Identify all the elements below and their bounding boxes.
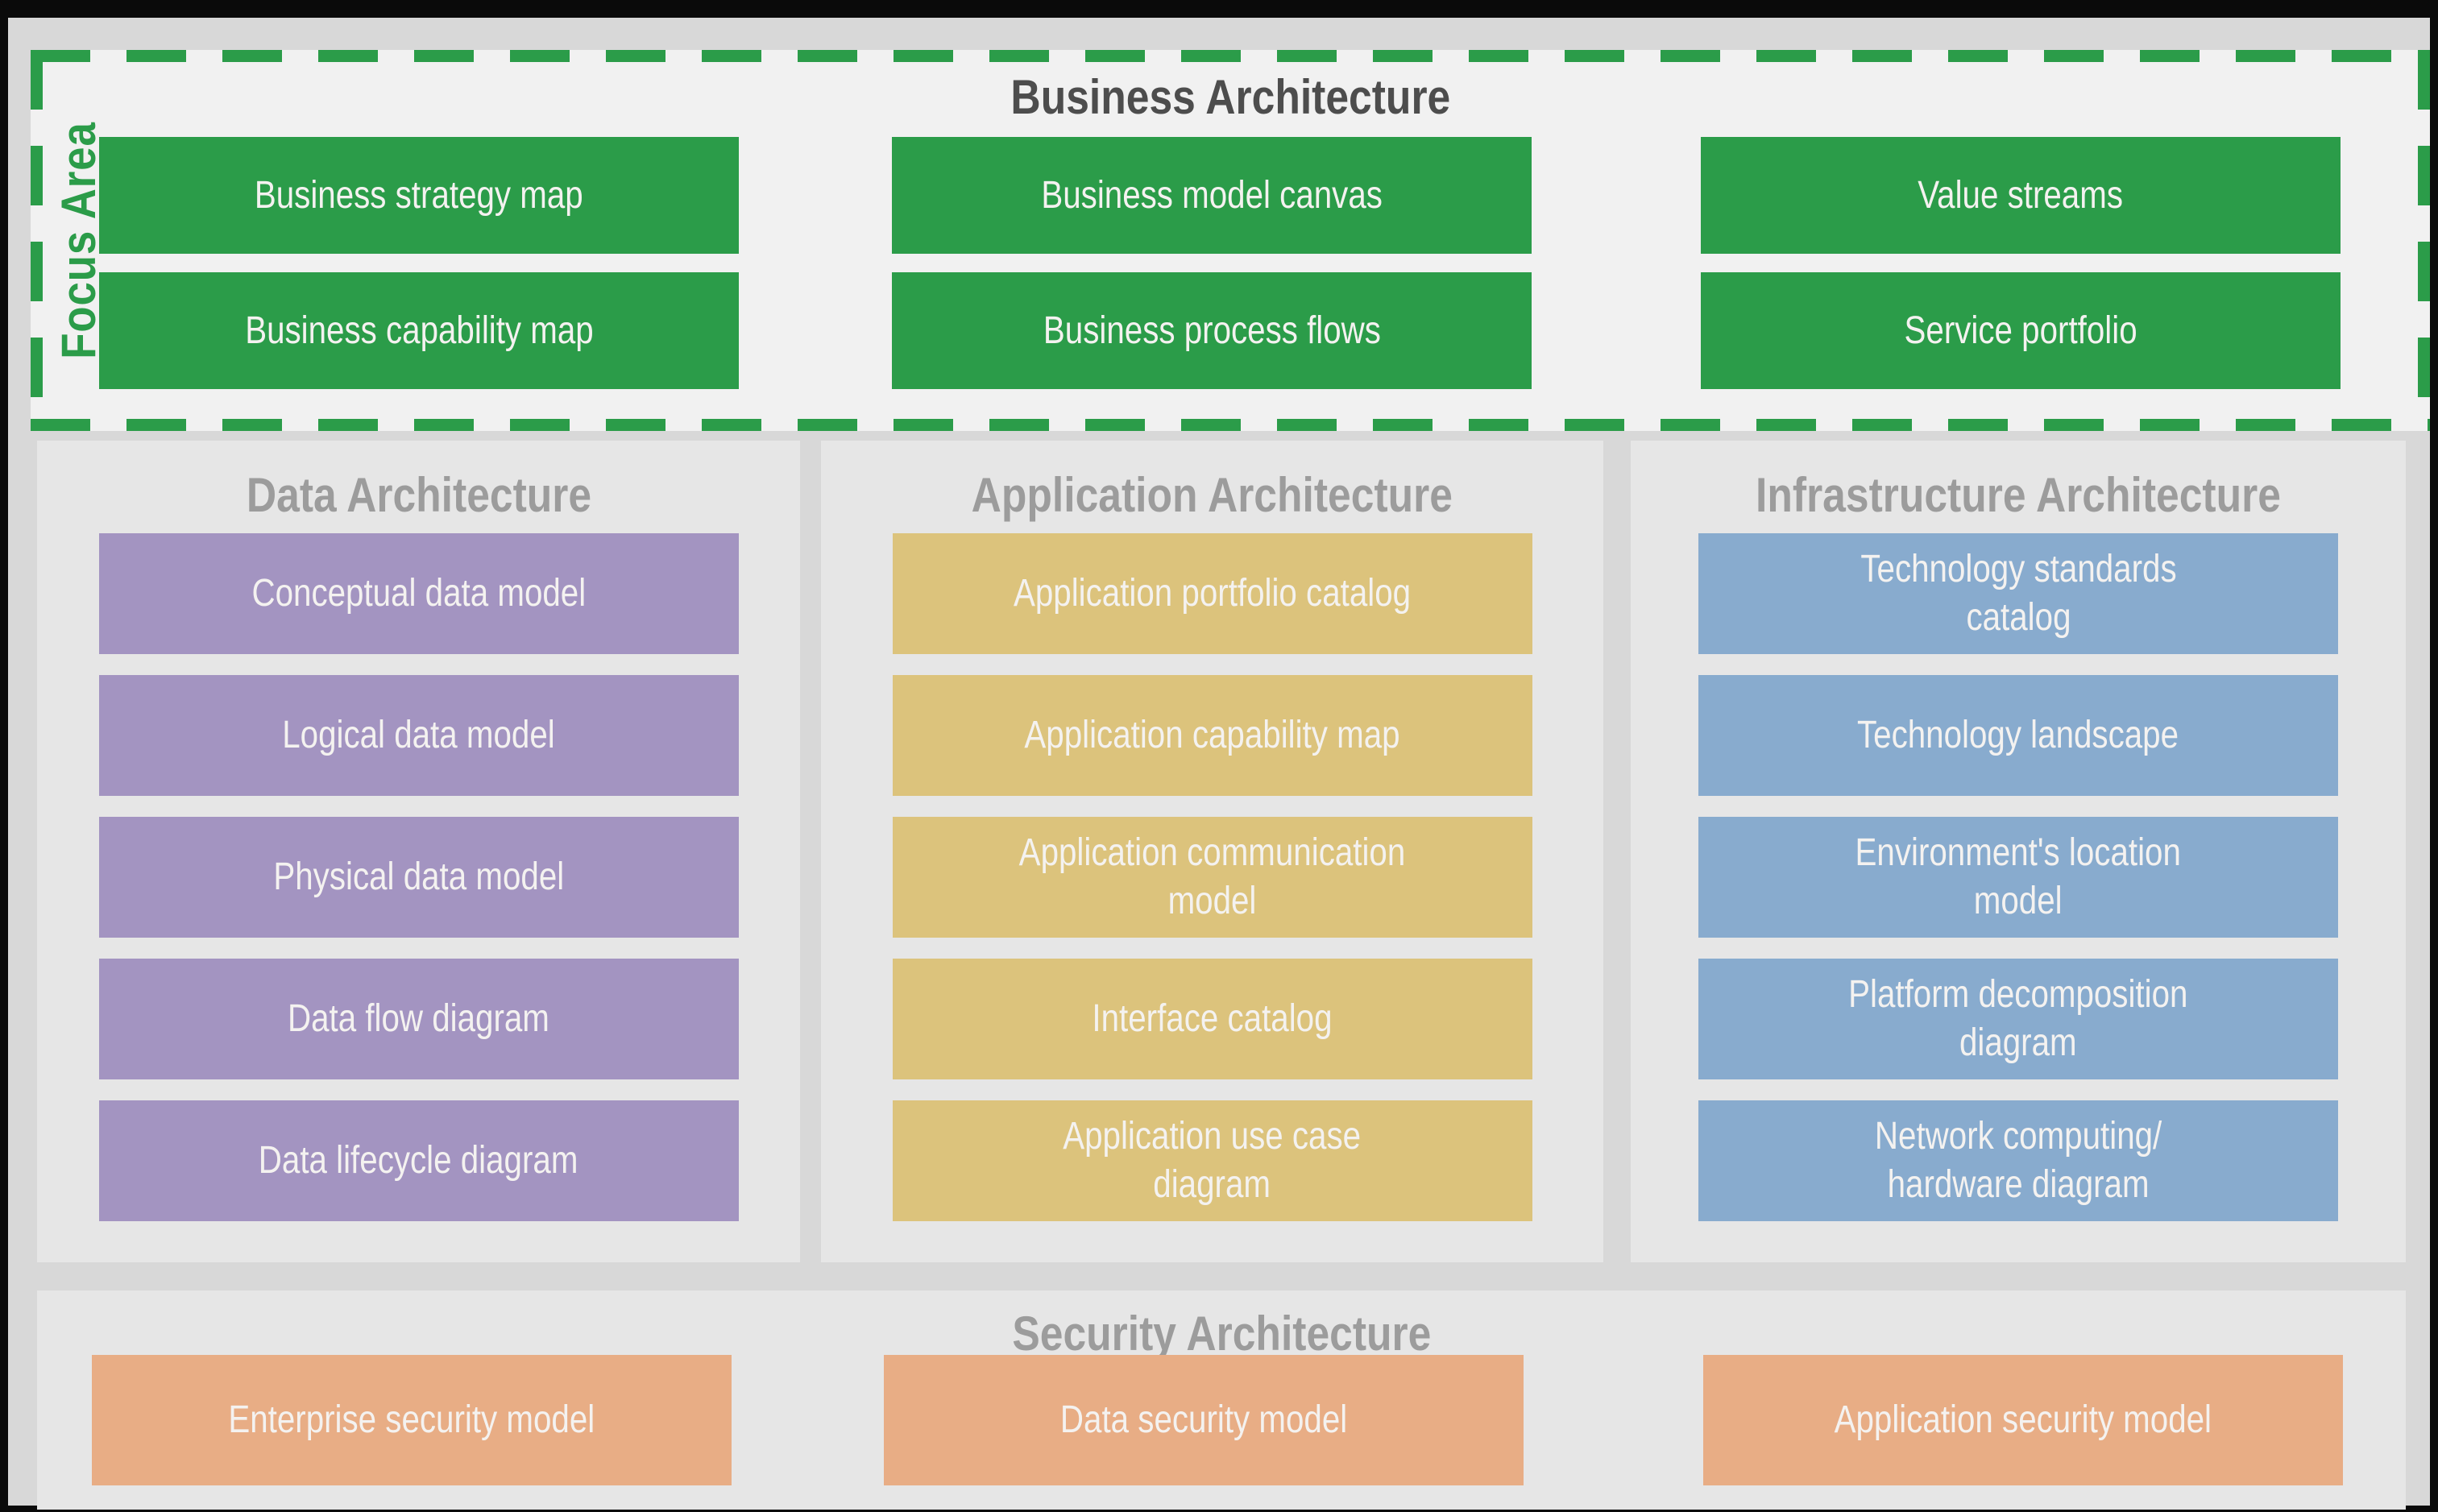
box-business-strategy-map: Business strategy map bbox=[99, 137, 739, 254]
application-architecture-panel: Application Architecture Application por… bbox=[821, 441, 1603, 1262]
box-business-model-canvas: Business model canvas bbox=[892, 137, 1532, 254]
box-technology-landscape: Technology landscape bbox=[1698, 675, 2338, 796]
box-data-security-model: Data security model bbox=[884, 1355, 1524, 1485]
box-business-capability-map: Business capability map bbox=[99, 272, 739, 389]
box-interface-catalog: Interface catalog bbox=[892, 959, 1532, 1079]
focus-dashed-border-top bbox=[31, 50, 2430, 62]
box-environments-location-model: Environment's location model bbox=[1698, 817, 2338, 938]
business-architecture-title: Business Architecture bbox=[1010, 70, 1450, 124]
box-network-computing-hardware-diagram: Network computing/ hardware diagram bbox=[1698, 1100, 2338, 1221]
data-architecture-title: Data Architecture bbox=[246, 468, 591, 522]
focus-area-section: Focus Area Business Architecture Busines… bbox=[31, 50, 2430, 431]
box-data-flow-diagram: Data flow diagram bbox=[98, 959, 739, 1079]
box-application-capability-map: Application capability map bbox=[892, 675, 1532, 796]
box-enterprise-security-model: Enterprise security model bbox=[92, 1355, 732, 1485]
box-conceptual-data-model: Conceptual data model bbox=[98, 533, 739, 654]
box-business-process-flows: Business process flows bbox=[892, 272, 1532, 389]
security-architecture-panel: Security Architecture Enterprise securit… bbox=[37, 1290, 2406, 1510]
focus-dashed-border-left bbox=[31, 50, 43, 431]
box-application-communication-model: Application communication model bbox=[892, 817, 1532, 938]
infrastructure-architecture-title: Infrastructure Architecture bbox=[1756, 468, 2281, 522]
focus-dashed-border-right bbox=[2418, 50, 2430, 431]
box-application-portfolio-catalog: Application portfolio catalog bbox=[892, 533, 1532, 654]
infrastructure-architecture-panel: Infrastructure Architecture Technology s… bbox=[1631, 441, 2406, 1262]
box-physical-data-model: Physical data model bbox=[98, 817, 739, 938]
box-logical-data-model: Logical data model bbox=[98, 675, 739, 796]
box-platform-decomposition-diagram: Platform decomposition diagram bbox=[1698, 959, 2338, 1079]
focus-area-label: Focus Area bbox=[51, 122, 106, 359]
box-application-security-model: Application security model bbox=[1703, 1355, 2343, 1485]
box-service-portfolio: Service portfolio bbox=[1701, 272, 2341, 389]
diagram-background: Focus Area Business Architecture Busines… bbox=[8, 18, 2430, 1510]
data-architecture-panel: Data Architecture Conceptual data model … bbox=[37, 441, 800, 1262]
security-architecture-title: Security Architecture bbox=[1011, 1307, 1432, 1361]
application-architecture-title: Application Architecture bbox=[971, 468, 1453, 522]
box-data-lifecycle-diagram: Data lifecycle diagram bbox=[98, 1100, 739, 1221]
focus-dashed-border-bottom bbox=[31, 419, 2430, 431]
box-application-use-case-diagram: Application use case diagram bbox=[892, 1100, 1532, 1221]
box-technology-standards-catalog: Technology standards catalog bbox=[1698, 533, 2338, 654]
box-value-streams: Value streams bbox=[1701, 137, 2341, 254]
